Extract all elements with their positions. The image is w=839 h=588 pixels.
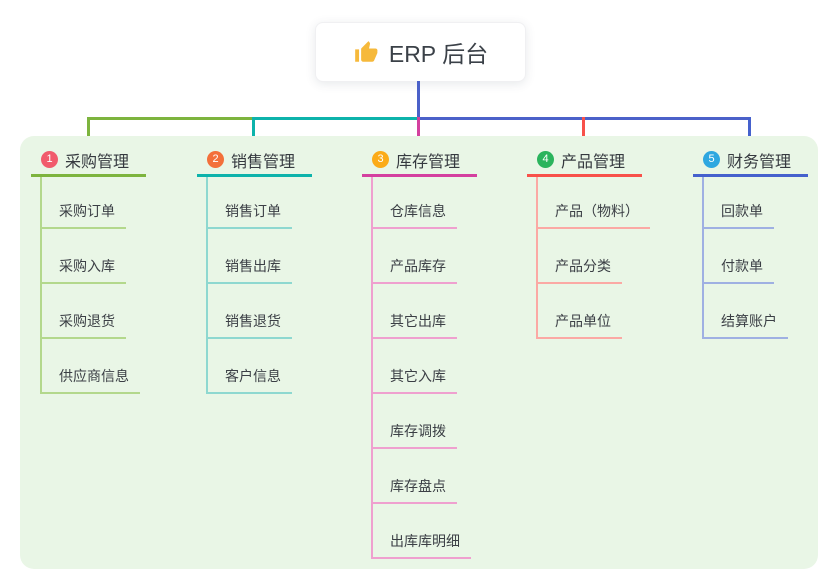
child-node[interactable]: 产品分类: [538, 229, 622, 284]
branch-title: 销售管理: [231, 153, 296, 171]
branch-number-badge: 4: [537, 151, 554, 168]
branch-drop-line-5: [748, 117, 751, 141]
branch-children: 仓库信息产品库存其它出库其它入库库存调拨库存盘点出库库明细: [371, 177, 471, 559]
child-node[interactable]: 产品（物料）: [538, 177, 650, 229]
branch-title: 库存管理: [396, 153, 461, 171]
child-node[interactable]: 出库库明细: [373, 504, 471, 559]
branch-3: 3 库存管理 仓库信息产品库存其它出库其它入库库存调拨库存盘点出库库明细: [362, 148, 492, 559]
child-node[interactable]: 产品库存: [373, 229, 457, 284]
branch-drop-line-1: [87, 117, 90, 141]
branch-drop-line-4: [582, 117, 585, 141]
branch-drop-line-2: [252, 117, 255, 141]
branch-title: 财务管理: [727, 153, 792, 171]
child-node[interactable]: 供应商信息: [42, 339, 140, 394]
child-node[interactable]: 回款单: [704, 177, 774, 229]
child-node[interactable]: 库存调拨: [373, 394, 457, 449]
child-node[interactable]: 客户信息: [208, 339, 292, 394]
child-node[interactable]: 销售出库: [208, 229, 292, 284]
bus-line-green: [87, 117, 254, 120]
branch-2: 2 销售管理 销售订单销售出库销售退货客户信息: [197, 148, 327, 394]
child-node[interactable]: 库存盘点: [373, 449, 457, 504]
branch-title: 产品管理: [561, 153, 626, 171]
branch-4: 4 产品管理 产品（物料）产品分类产品单位: [527, 148, 657, 339]
branch-children: 回款单付款单结算账户: [702, 177, 788, 339]
root-connector-line: [417, 81, 420, 120]
root-title: ERP 后台: [388, 41, 489, 67]
branches-panel: [20, 136, 818, 569]
branch-label[interactable]: 1 采购管理: [31, 148, 146, 177]
child-node[interactable]: 产品单位: [538, 284, 622, 339]
child-node[interactable]: 采购入库: [42, 229, 126, 284]
branch-5: 5 财务管理 回款单付款单结算账户: [693, 148, 823, 339]
branch-number-badge: 1: [41, 151, 58, 168]
branch-label[interactable]: 5 财务管理: [693, 148, 808, 177]
child-node[interactable]: 其它入库: [373, 339, 457, 394]
root-node[interactable]: ERP 后台: [315, 22, 526, 82]
child-node[interactable]: 其它出库: [373, 284, 457, 339]
child-node[interactable]: 付款单: [704, 229, 774, 284]
branch-label[interactable]: 2 销售管理: [197, 148, 312, 177]
branch-label[interactable]: 4 产品管理: [527, 148, 642, 177]
branch-children: 销售订单销售出库销售退货客户信息: [206, 177, 292, 394]
branch-number-badge: 5: [703, 151, 720, 168]
branch-1: 1 采购管理 采购订单采购入库采购退货供应商信息: [31, 148, 161, 394]
child-node[interactable]: 仓库信息: [373, 177, 457, 229]
branch-number-badge: 3: [372, 151, 389, 168]
child-node[interactable]: 采购订单: [42, 177, 126, 229]
child-node[interactable]: 采购退货: [42, 284, 126, 339]
child-node[interactable]: 结算账户: [704, 284, 788, 339]
branch-children: 产品（物料）产品分类产品单位: [536, 177, 650, 339]
bus-line-teal: [252, 117, 419, 120]
branch-title: 采购管理: [65, 153, 130, 171]
branch-label[interactable]: 3 库存管理: [362, 148, 477, 177]
branch-number-badge: 2: [207, 151, 224, 168]
branch-drop-line-3: [417, 117, 420, 141]
child-node[interactable]: 销售退货: [208, 284, 292, 339]
thumbs-up-icon: [355, 41, 378, 62]
child-node[interactable]: 销售订单: [208, 177, 292, 229]
branch-children: 采购订单采购入库采购退货供应商信息: [40, 177, 140, 394]
